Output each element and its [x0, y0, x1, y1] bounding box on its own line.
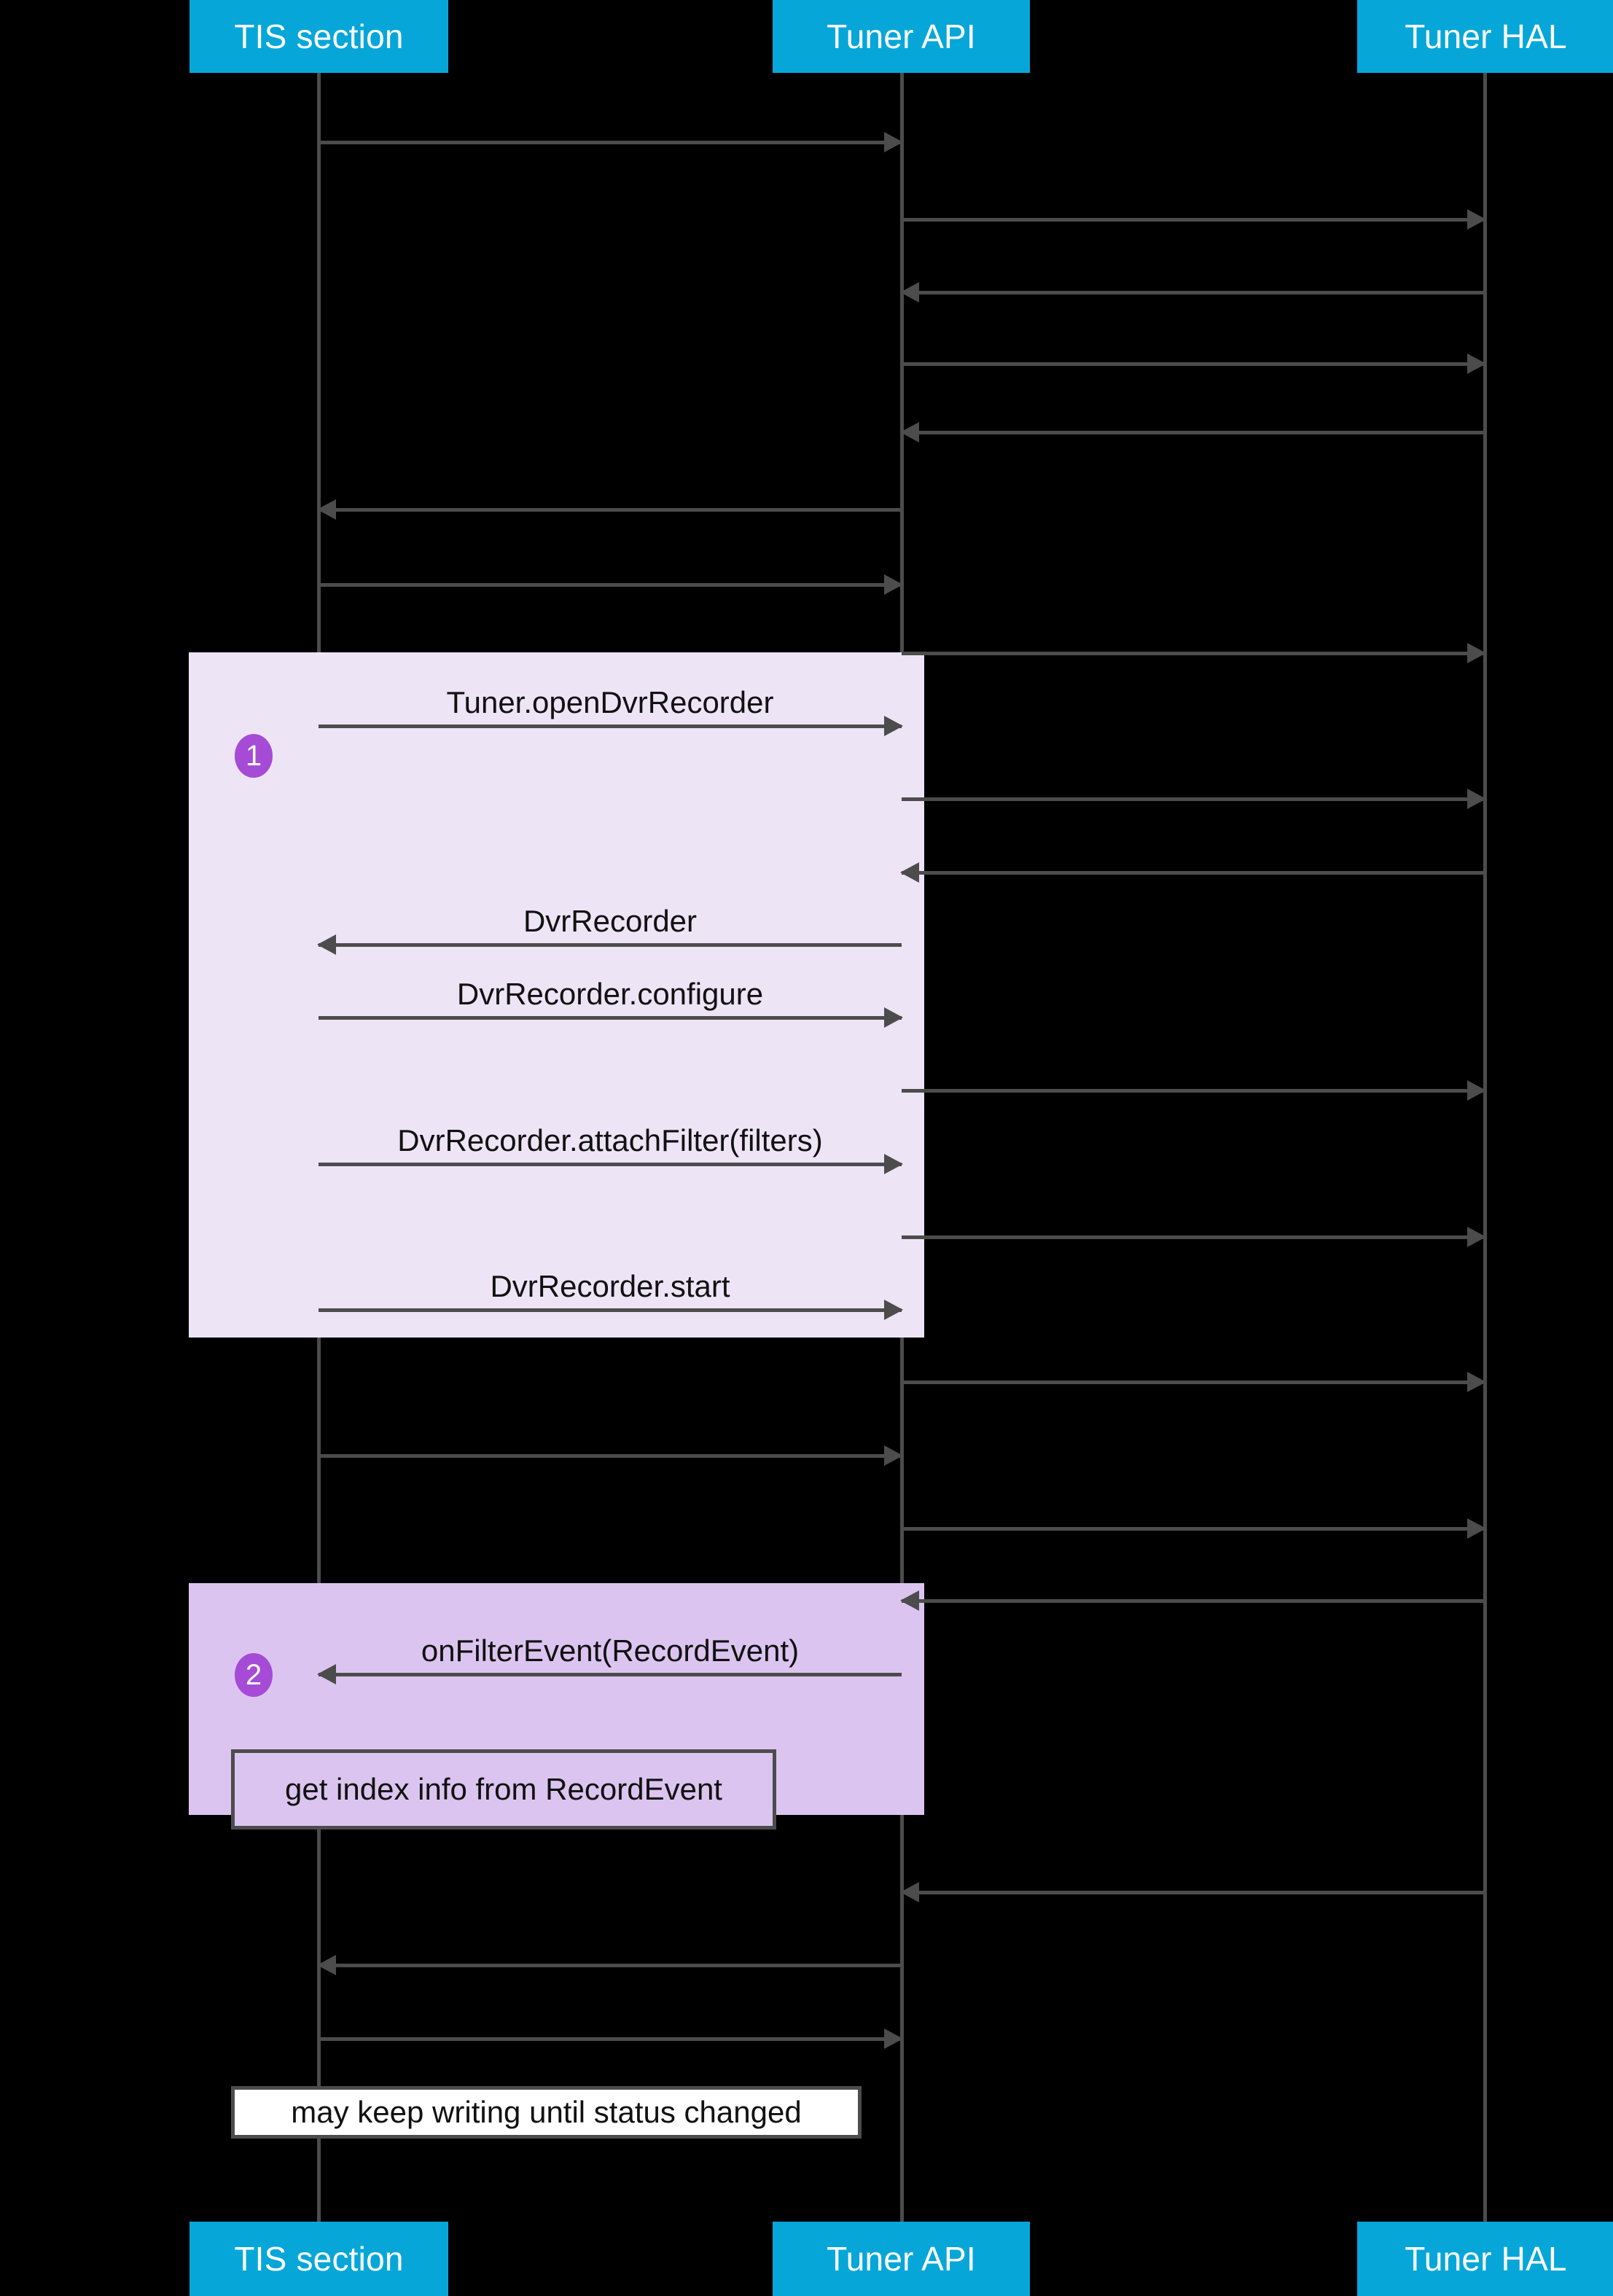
arrow-head-icon [1467, 209, 1486, 230]
arrow-head-icon [900, 282, 919, 302]
message-arrow-m11 [900, 862, 1485, 883]
message-arrow-m25 [319, 2028, 903, 2049]
step-badge-1: 1 [235, 734, 273, 778]
arrow-head-icon [317, 499, 336, 520]
message-arrow-m04 [902, 354, 1486, 374]
note-status: may keep writing until status changed [231, 2086, 862, 2139]
arrow-head-icon [884, 2028, 903, 2049]
message-label-m15: DvrRecorder.attachFilter(filters) [397, 1123, 823, 1157]
fragment-1 [189, 652, 924, 1338]
arrow-head-icon [1467, 354, 1486, 374]
arrow-head-icon [1467, 1518, 1486, 1539]
arrow-head-icon [1467, 1080, 1486, 1101]
message-arrow-m03 [900, 282, 1485, 302]
message-arrow-m18 [902, 1372, 1486, 1392]
participant-footer-tuner-hal[interactable]: Tuner HAL [1357, 2222, 1613, 2296]
message-arrow-m08 [902, 643, 1486, 663]
message-arrow-m24 [317, 1955, 902, 1975]
arrow-head-icon [1467, 1372, 1486, 1392]
arrow-head-icon [900, 422, 919, 442]
arrow-head-icon [884, 716, 903, 736]
arrow-head-icon [317, 934, 336, 955]
arrow-head-icon [900, 1590, 919, 1611]
lifeline-tuner_hal [1483, 73, 1487, 2222]
message-arrow-m10 [902, 789, 1486, 809]
message-arrow-m22 [317, 1664, 902, 1684]
message-arrow-m19 [319, 1445, 903, 1466]
message-arrow-m09 [319, 716, 903, 736]
message-arrow-m14 [902, 1080, 1486, 1101]
arrow-head-icon [1467, 789, 1486, 809]
message-arrow-m05 [900, 422, 1485, 442]
arrow-head-icon [884, 1300, 903, 1320]
message-arrow-m15 [319, 1154, 903, 1174]
message-arrow-m21 [900, 1590, 1485, 1611]
message-label-m09: Tuner.openDvrRecorder [446, 685, 774, 719]
arrow-head-icon [900, 1882, 919, 1902]
message-arrow-m20 [902, 1518, 1486, 1539]
arrow-head-icon [317, 1664, 336, 1684]
arrow-head-icon [884, 1154, 903, 1174]
participant-header-tis-section[interactable]: TIS section [190, 0, 448, 73]
message-arrow-m01 [319, 132, 903, 152]
message-arrow-m07 [319, 574, 903, 595]
step-badge-2: 2 [235, 1653, 273, 1697]
message-arrow-m02 [902, 209, 1486, 230]
participant-footer-tis-section[interactable]: TIS section [190, 2222, 448, 2296]
participant-header-tuner-hal[interactable]: Tuner HAL [1357, 0, 1613, 73]
message-arrow-m23 [900, 1882, 1485, 1902]
message-arrow-m06 [317, 499, 902, 520]
participant-footer-tuner-api[interactable]: Tuner API [773, 2222, 1030, 2296]
arrow-head-icon [1467, 1227, 1486, 1247]
arrow-head-icon [900, 862, 919, 883]
message-label-m12: DvrRecorder [523, 904, 698, 938]
arrow-head-icon [884, 574, 903, 595]
arrow-head-icon [884, 1445, 903, 1466]
message-label-m22: onFilterEvent(RecordEvent) [421, 1633, 800, 1668]
arrow-head-icon [884, 1007, 903, 1028]
message-arrow-m13 [319, 1007, 903, 1028]
message-arrow-m12 [317, 934, 902, 955]
message-label-m13: DvrRecorder.configure [456, 977, 764, 1011]
arrow-head-icon [884, 132, 903, 152]
arrow-head-icon [317, 1955, 336, 1975]
message-label-m17: DvrRecorder.start [490, 1269, 730, 1303]
message-arrow-m17 [319, 1300, 903, 1320]
participant-header-tuner-api[interactable]: Tuner API [773, 0, 1030, 73]
message-arrow-m16 [902, 1227, 1486, 1247]
arrow-head-icon [1467, 643, 1486, 663]
note-index: get index info from RecordEvent [231, 1749, 776, 1830]
